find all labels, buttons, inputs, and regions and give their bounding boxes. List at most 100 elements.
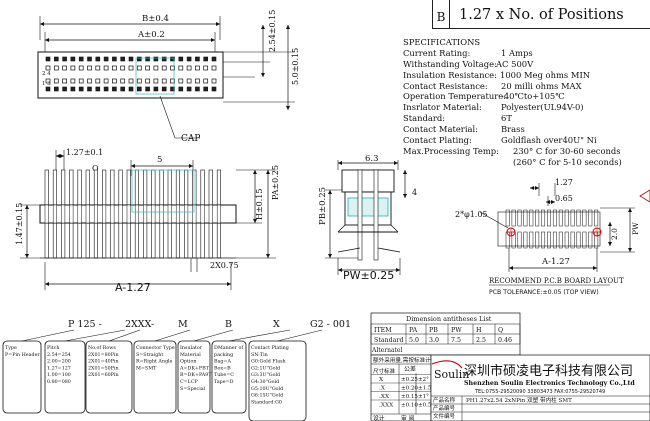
pin-section bbox=[151, 204, 156, 224]
spec-label: Contact Material: bbox=[403, 124, 478, 135]
spec-label: Standard: bbox=[403, 113, 446, 124]
pin-hole bbox=[170, 65, 175, 71]
part-code-box-text: R=Right Angle bbox=[136, 359, 173, 365]
part-code-box bbox=[2, 340, 42, 414]
side-w-label: 6.3 bbox=[365, 154, 379, 164]
product-value: PH1.27x2.54 2xNPin 双塑 带内柱 SMT bbox=[466, 396, 572, 404]
arrow-head bbox=[403, 194, 407, 198]
pcb-pad bbox=[564, 231, 569, 249]
pin-section bbox=[77, 204, 82, 224]
arrow-head bbox=[338, 161, 342, 165]
pcb-a127-label: A-1.27 bbox=[541, 257, 570, 267]
pin-hole bbox=[53, 78, 59, 84]
pin-hole bbox=[95, 65, 101, 71]
pcb-pad bbox=[558, 209, 563, 227]
spec-value: 230° C for 30-60 seconds bbox=[513, 145, 621, 156]
left-height-label: 1.47±0.15 bbox=[15, 203, 24, 245]
pin-section bbox=[52, 204, 57, 224]
pin-section bbox=[69, 204, 74, 224]
pin-pad bbox=[195, 86, 200, 92]
spec-label: Insulation Resistance: bbox=[403, 69, 497, 80]
pin-pad bbox=[87, 86, 92, 92]
pin-pad bbox=[170, 86, 175, 92]
pcb-pad bbox=[564, 209, 569, 227]
pcb-pad bbox=[535, 209, 540, 227]
tol-cell: ±0.15 bbox=[401, 394, 418, 400]
cap-front bbox=[131, 169, 195, 213]
spec-row: Contact Material: Brass bbox=[403, 124, 622, 135]
pin-hole bbox=[195, 78, 200, 84]
arrow-head bbox=[60, 154, 64, 158]
tol-cell: ±1.5° bbox=[418, 386, 434, 392]
arrow-head bbox=[266, 170, 270, 174]
arrow-head bbox=[608, 222, 612, 226]
dim-table-cell: 5.0 bbox=[409, 337, 419, 344]
part-code-box-text: Box=B bbox=[214, 365, 231, 371]
pin-pad bbox=[170, 56, 175, 62]
arrow-head bbox=[40, 22, 44, 26]
part-code-box-text: Pitch bbox=[47, 345, 59, 351]
arrow-head bbox=[286, 25, 290, 29]
pin-pad bbox=[62, 86, 67, 92]
tol-header: 公差 bbox=[404, 365, 416, 373]
spec-row: Operation Temperature:-40℃to+105℃ bbox=[403, 91, 622, 102]
tol-unit: 尺寸标准 bbox=[373, 367, 396, 375]
pcb-pad bbox=[552, 209, 557, 227]
pcb-pad bbox=[505, 209, 510, 227]
pin-pad bbox=[178, 56, 184, 62]
arrow-head bbox=[403, 170, 407, 174]
pin-hole bbox=[128, 65, 134, 71]
pin-hole bbox=[195, 65, 200, 71]
pin-pad bbox=[78, 56, 84, 62]
arrow-head bbox=[530, 186, 534, 190]
pin-hole bbox=[186, 78, 192, 84]
drawing-line bbox=[159, 95, 176, 139]
arrow-head bbox=[25, 205, 29, 209]
part-code-box-text: A=DK+PBT bbox=[179, 365, 210, 371]
tol-design: 审 阅 bbox=[401, 414, 415, 421]
pcb-pad bbox=[582, 231, 587, 249]
part-code-box-text: S=Special bbox=[180, 386, 206, 392]
arrow-head bbox=[338, 268, 342, 272]
part-code-box-text: Tape=D bbox=[214, 379, 234, 385]
pcb-065-label: 0.65 bbox=[555, 194, 573, 203]
pcb-pad bbox=[523, 209, 528, 227]
pin-pad bbox=[195, 56, 200, 62]
arrow-head bbox=[328, 190, 332, 194]
pcb-pad bbox=[588, 231, 593, 249]
pin-pad bbox=[145, 56, 150, 62]
pin-hole bbox=[103, 78, 109, 84]
pcb-pad bbox=[552, 231, 557, 249]
spec-value: -40℃to+105℃ bbox=[501, 91, 565, 102]
part-code-box-text: M=SMT bbox=[136, 365, 157, 371]
pcb-pad bbox=[547, 209, 551, 227]
pcb-holes-label: 2*φ1.05 bbox=[455, 210, 488, 219]
pin-hole bbox=[70, 65, 76, 71]
dim-table-header: PA bbox=[409, 327, 418, 334]
dim-table-cell: Alternatel bbox=[371, 347, 402, 354]
part-code-box-text: S=Straight bbox=[136, 352, 163, 358]
pin-section bbox=[216, 204, 221, 224]
arrow-head bbox=[266, 254, 270, 258]
pin-hole bbox=[161, 65, 167, 71]
pin-pad bbox=[153, 56, 159, 62]
spec-value: Brass bbox=[501, 124, 525, 135]
part-code-box-text: 0.80=080 bbox=[47, 379, 71, 385]
pin-pad bbox=[95, 56, 101, 62]
arrow-head bbox=[25, 254, 29, 258]
spec-label: Max.Processing Temp: bbox=[403, 145, 499, 156]
pin-section bbox=[126, 204, 131, 224]
pin-hole bbox=[178, 65, 184, 71]
pin-pad bbox=[87, 56, 92, 62]
pin-label-bottom: 1 3 bbox=[42, 81, 51, 87]
spec-label: Operation Temperature: bbox=[403, 91, 507, 102]
pin-pad bbox=[120, 56, 125, 62]
arrow-head bbox=[328, 254, 332, 258]
drawing-line bbox=[479, 211, 509, 229]
tol-cell: X bbox=[379, 377, 384, 383]
pin-pad bbox=[53, 86, 59, 92]
pin-hole bbox=[211, 65, 217, 71]
drawing-line bbox=[337, 224, 346, 233]
pin-hole bbox=[170, 78, 175, 84]
part-code-segment: X bbox=[273, 319, 280, 330]
